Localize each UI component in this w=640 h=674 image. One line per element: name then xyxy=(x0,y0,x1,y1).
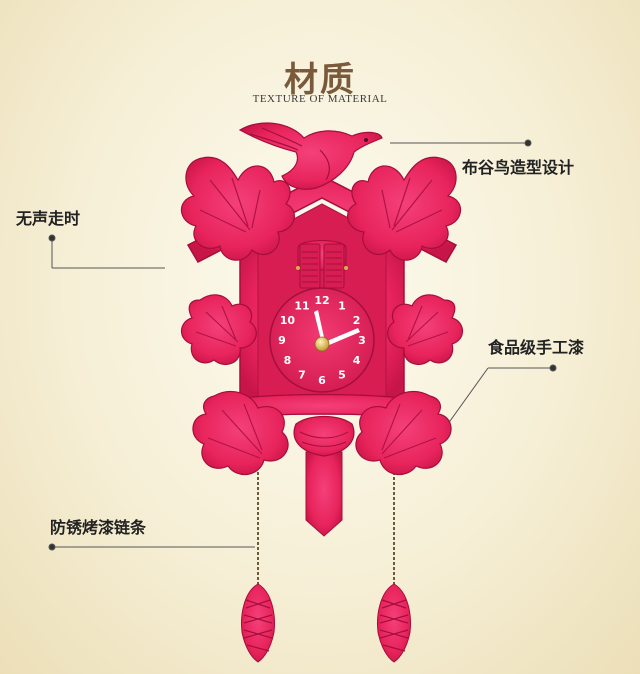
callout-silent-movement: 无声走时 xyxy=(16,209,81,228)
callout-cuckoo-bird-design: 布谷鸟造型设计 xyxy=(462,158,575,177)
callout-rustproof-chain: 防锈烤漆链条 xyxy=(50,518,147,537)
dial-number: 2 xyxy=(353,314,361,327)
dial-number: 1 xyxy=(338,299,346,312)
dial-number: 7 xyxy=(298,369,306,382)
dial-number: 12 xyxy=(314,294,329,307)
dial-number: 9 xyxy=(278,334,286,347)
callout-food-grade-paint: 食品级手工漆 xyxy=(488,338,585,357)
cuckoo-door xyxy=(296,240,348,289)
section-title: 材质 xyxy=(284,60,356,100)
dial-number: 5 xyxy=(338,369,346,382)
dial-number: 11 xyxy=(294,299,309,312)
dial-number: 10 xyxy=(280,314,296,327)
dial-number: 4 xyxy=(353,354,361,367)
dial-number: 6 xyxy=(318,374,326,387)
chains xyxy=(257,472,395,588)
dial-number: 8 xyxy=(284,354,292,367)
dial-number: 3 xyxy=(358,334,366,347)
pendulum xyxy=(305,451,343,537)
pinecone-weight-right xyxy=(377,583,411,663)
section-subtitle: TEXTURE OF MATERIAL xyxy=(252,93,388,105)
clock-hands xyxy=(314,310,360,352)
callout-lines xyxy=(48,139,557,551)
pinecone-weight-left xyxy=(241,583,275,663)
